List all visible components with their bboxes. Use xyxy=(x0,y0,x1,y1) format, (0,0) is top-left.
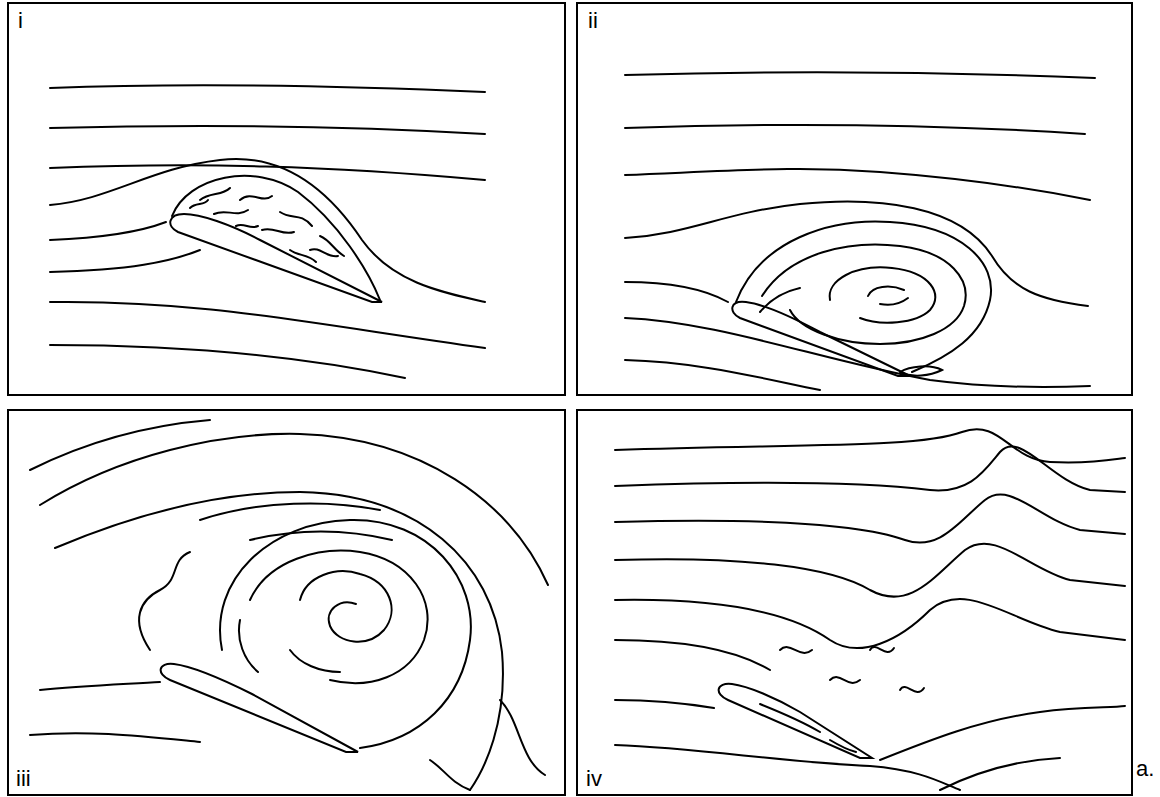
panel-ii-flow xyxy=(625,72,1095,390)
panel-numeral: ii xyxy=(586,10,600,32)
panel-frame xyxy=(577,3,1132,395)
panel-frame xyxy=(8,3,565,395)
panel-i-flow xyxy=(50,85,485,378)
panel-frame xyxy=(8,410,565,795)
panel-iii-flow xyxy=(30,420,548,790)
figure-letter: a. xyxy=(1134,758,1156,780)
panel-frame xyxy=(577,410,1132,795)
panel-numeral: i xyxy=(16,10,25,32)
panel-numeral: iv xyxy=(584,768,604,790)
panel-iv-flow xyxy=(615,429,1125,790)
panel-numeral: iii xyxy=(14,768,33,790)
